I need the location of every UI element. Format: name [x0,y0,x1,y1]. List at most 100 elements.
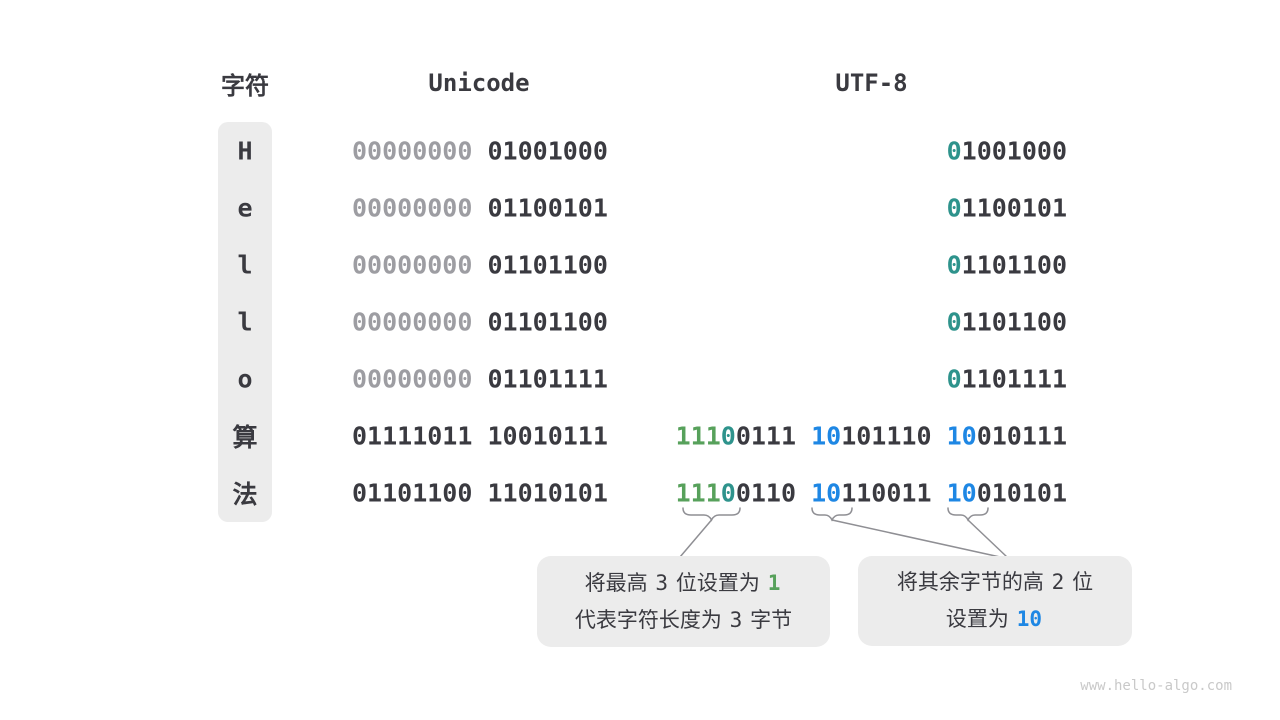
column-header-utf8: UTF-8 [835,69,908,97]
bit-segment: 0110 [735,478,797,508]
note-segment: 2 [1051,570,1065,594]
char-cell: H [237,136,253,166]
byte: 10110011 [811,479,931,508]
byte: 01100101 [947,193,1067,222]
byte: 01101100 [487,307,607,336]
note-segment: 3 [655,570,669,595]
bit-segment: 0 [946,250,962,280]
bit-segment: 0 [946,364,962,394]
byte: 01101100 [352,479,472,508]
unicode-cell: 01111011 10010111 [352,422,608,451]
note-segment: 位设置为 [670,571,766,595]
unicode-cell: 00000000 01001000 [352,136,608,165]
unicode-cell: 00000000 01101100 [352,307,608,336]
byte: 01111011 [352,422,472,451]
note-continuation-bits: 将其余字节的高 2 位设置为 10 [858,556,1132,646]
byte: 01101111 [487,365,607,394]
byte: 00000000 [352,136,472,165]
unicode-cell: 01101100 11010101 [352,479,608,508]
char-cell: o [237,364,253,394]
note-segment: 设置为 [945,608,1015,631]
byte: 10010111 [947,422,1067,451]
bit-segment: 00000000 [352,136,473,166]
note-segment: 1 [767,570,781,595]
bit-segment: 10010111 [487,421,608,451]
unicode-cell: 00000000 01101111 [352,365,608,394]
leader-line-1 [679,519,713,558]
utf8-cell: 11100111 10101110 10010111 [676,422,1067,451]
bit-segment: 00000000 [352,193,473,223]
utf8-cell: 11100110 10110011 10010101 [676,479,1067,508]
unicode-cell: 00000000 01100101 [352,193,608,222]
note-line: 代表字符长度为 3 字节 [575,602,792,639]
leader-line-3 [967,519,1008,558]
byte: 01101111 [947,365,1067,394]
bit-segment: 0 [946,307,962,337]
bit-segment: 01111011 [352,421,473,451]
utf8-cell: 01001000 [947,136,1067,165]
note-segment: 字节 [744,608,793,632]
bit-segment: 10 [811,421,842,451]
utf8-cell: 01100101 [947,193,1067,222]
bit-segment: 01001000 [487,136,608,166]
byte: 00000000 [352,307,472,336]
byte: 01100101 [487,193,607,222]
bit-segment: 0 [946,193,962,223]
char-cell: l [237,307,253,337]
bit-segment: 1101100 [961,307,1067,337]
byte: 00000000 [352,365,472,394]
watermark: www.hello-algo.com [1080,678,1232,694]
note-segment: 代表字符长度为 [574,608,728,632]
byte: 10101110 [811,422,931,451]
utf8-cell: 01101100 [947,307,1067,336]
note-line: 将最高 3 位设置为 1 [585,565,783,602]
char-cell: e [237,193,253,223]
byte: 10010101 [947,479,1067,508]
bit-segment: 1100101 [961,193,1067,223]
bit-segment: 101110 [841,421,932,451]
bit-segment: 0 [720,478,736,508]
note-line: 将其余字节的高 2 位 [897,564,1093,601]
byte: 00000000 [352,193,472,222]
bit-segment: 00000000 [352,364,473,394]
bit-segment: 110011 [841,478,932,508]
note-segment: 位 [1066,571,1094,594]
bit-segment: 01101100 [352,478,473,508]
byte: 11010101 [487,479,607,508]
unicode-cell: 00000000 01101100 [352,250,608,279]
bit-segment: 10 [811,478,842,508]
char-cell: 算 [232,424,258,453]
bit-segment: 0 [720,421,736,451]
bit-segment: 11010101 [487,478,608,508]
note-segment: 10 [1016,607,1043,631]
byte: 01001000 [947,136,1067,165]
byte: 01101100 [947,307,1067,336]
note-line: 设置为 10 [946,601,1044,638]
bit-segment: 010111 [976,421,1067,451]
byte: 00000000 [352,250,472,279]
byte: 01101100 [487,250,607,279]
note-segment: 将其余字节的高 [896,571,1050,594]
bit-segment: 111 [675,421,721,451]
byte: 11100110 [676,479,796,508]
bit-segment: 010101 [976,478,1067,508]
utf8-cell: 01101100 [947,250,1067,279]
bit-segment: 01101111 [487,364,608,394]
bit-segment: 00000000 [352,307,473,337]
bit-segment: 10 [946,421,977,451]
byte: 10010111 [487,422,607,451]
utf8-cell: 01101111 [947,365,1067,394]
column-header-char: 字符 [221,72,269,100]
bit-segment: 10 [946,478,977,508]
bit-segment: 111 [675,478,721,508]
note-segment: 3 [729,607,743,632]
